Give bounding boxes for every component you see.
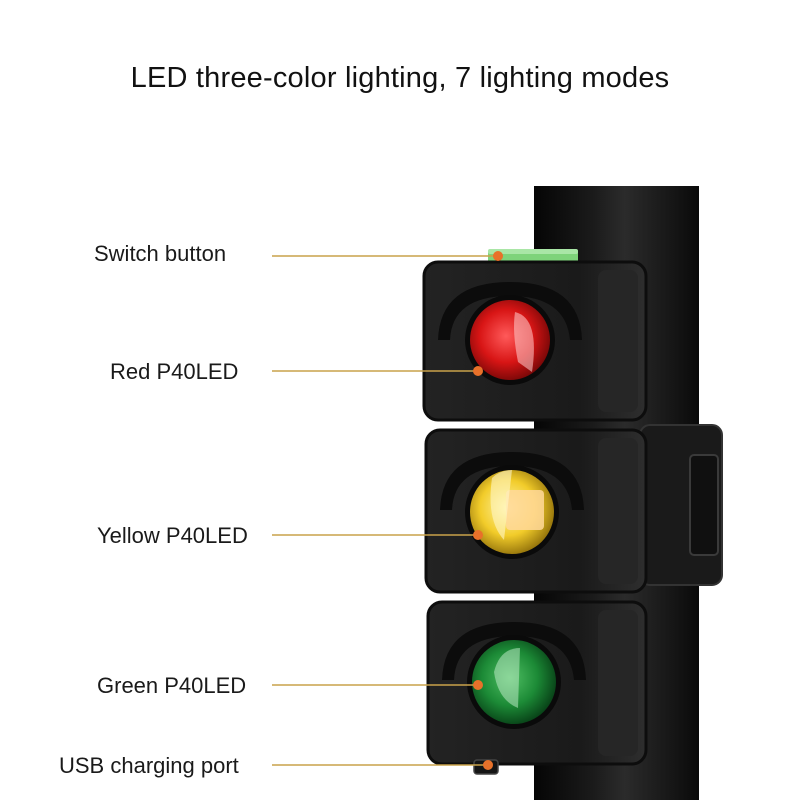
callout-usb-port: USB charging port bbox=[59, 753, 239, 778]
callout-dots bbox=[473, 251, 503, 770]
callout-switch-button: Switch button bbox=[94, 241, 227, 266]
green-led-lamp bbox=[467, 635, 561, 729]
red-led-lamp bbox=[465, 295, 555, 385]
callout-red-led: Red P40LED bbox=[110, 359, 239, 384]
callout-leaders bbox=[272, 255, 498, 766]
callout-green-led: Green P40LED bbox=[97, 673, 247, 698]
mount-strap bbox=[639, 424, 723, 586]
page-title: LED three-color lighting, 7 lighting mod… bbox=[130, 62, 670, 94]
yellow-led-lamp bbox=[465, 465, 559, 559]
callout-yellow-led: Yellow P40LED bbox=[97, 523, 248, 548]
